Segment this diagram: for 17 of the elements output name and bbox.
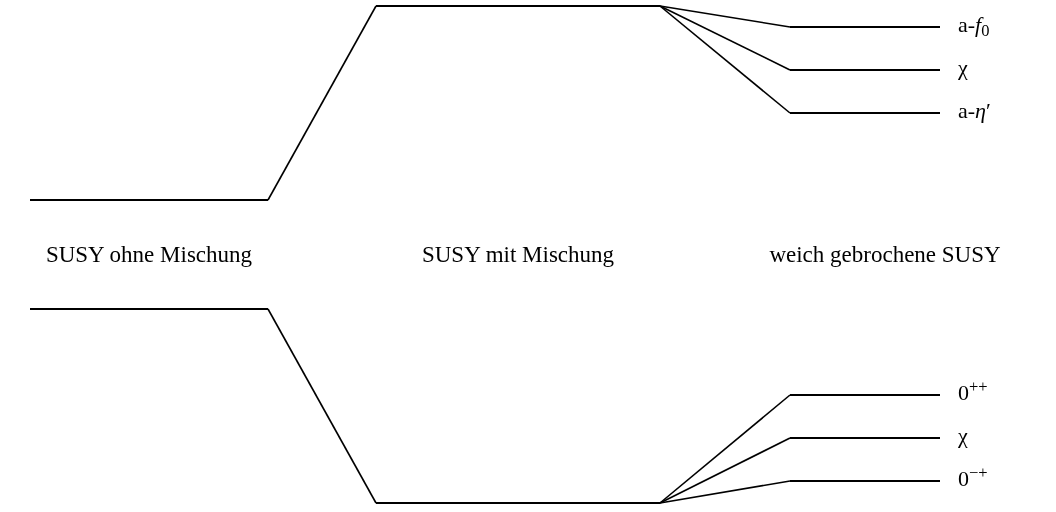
state-label: a-f$_{0}$ — [958, 14, 990, 36]
connector-line — [659, 437, 791, 504]
state-label: χ — [958, 57, 968, 79]
connector-line — [659, 5, 791, 114]
connector-line — [659, 480, 791, 504]
column-heading: SUSY ohne Mischung — [45, 243, 253, 266]
connector-line — [267, 5, 377, 201]
column-heading: SUSY mit Mischung — [421, 243, 615, 266]
connector-line — [659, 5, 791, 28]
state-label: 0$^{−+}$ — [958, 468, 988, 490]
connector-line — [267, 308, 377, 504]
state-label: 0$^{++}$ — [958, 382, 988, 404]
state-label: a-η′ — [958, 100, 991, 122]
state-label: χ — [958, 425, 968, 447]
connector-line — [659, 5, 791, 71]
column-heading: weich gebrochene SUSY — [769, 243, 1001, 266]
connector-line — [659, 394, 791, 504]
